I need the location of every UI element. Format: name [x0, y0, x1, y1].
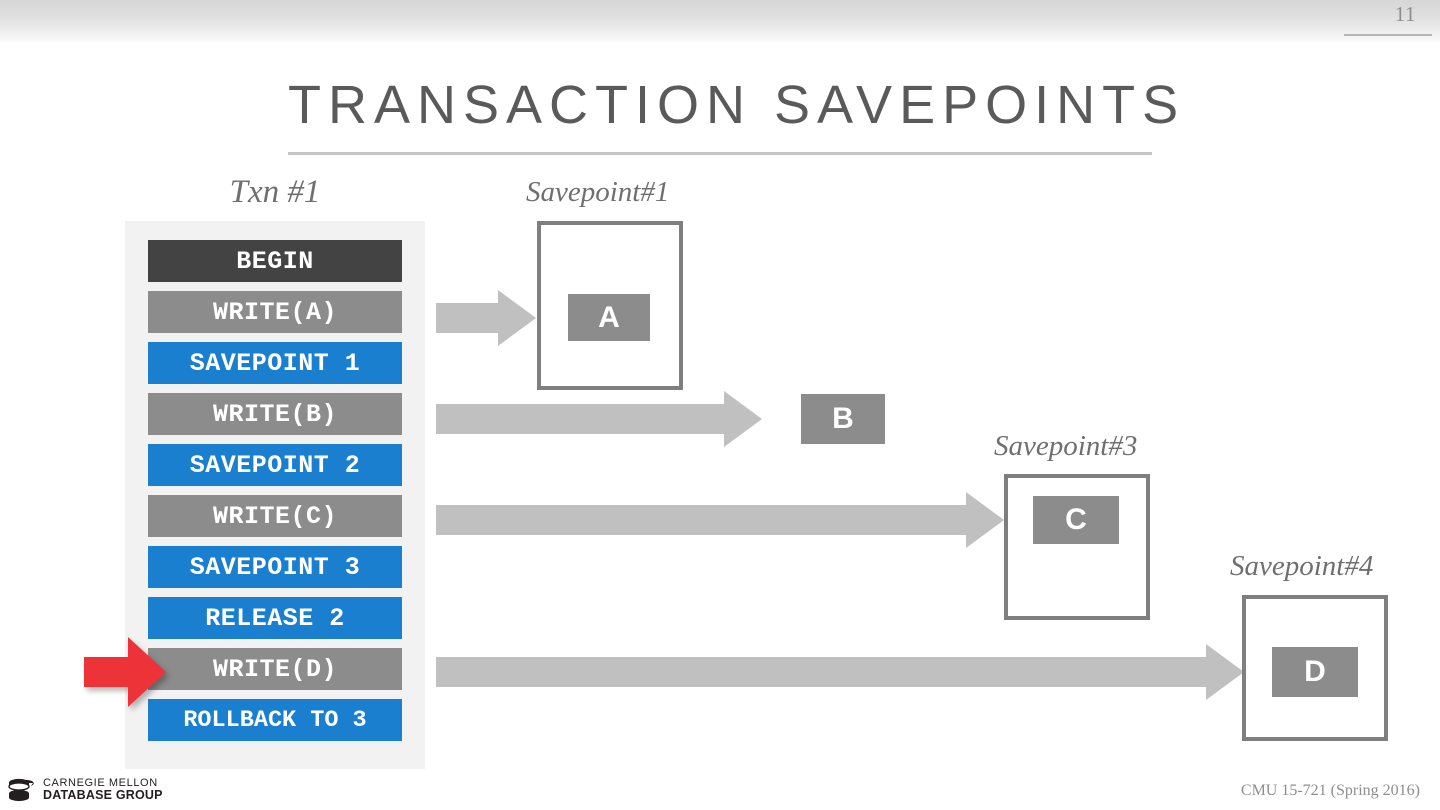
- data-block-c: C: [1033, 496, 1119, 544]
- operation-label: SAVEPOINT 3: [189, 552, 361, 582]
- operation-label: RELEASE 2: [205, 603, 345, 633]
- page-number: 11: [1394, 2, 1416, 26]
- database-cylinder-icon: [8, 778, 34, 802]
- operation-label: WRITE(A): [212, 297, 338, 327]
- cmu-database-group-logo: CARNEGIE MELLON DATABASE GROUP: [8, 778, 163, 802]
- operation-label: SAVEPOINT 2: [189, 450, 361, 480]
- operation-row: WRITE(A): [148, 291, 402, 333]
- operation-row: SAVEPOINT 2: [148, 444, 402, 486]
- data-block-a: A: [568, 294, 650, 341]
- data-block-b: B: [801, 394, 885, 444]
- operation-label: ROLLBACK TO 3: [183, 706, 367, 734]
- operation-row: WRITE(B): [148, 393, 402, 435]
- operation-row: ROLLBACK TO 3: [148, 699, 402, 741]
- transaction-operation-list: BEGIN WRITE(A) SAVEPOINT 1 WRITE(B) SAVEPOIN…: [148, 240, 402, 750]
- operation-label: BEGIN: [236, 246, 314, 276]
- operation-label: WRITE(B): [212, 399, 338, 429]
- savepoint-label-1: Savepoint#1: [526, 176, 670, 208]
- flow-arrow-c: [436, 492, 1004, 548]
- logo-line-1: CARNEGIE MELLON: [43, 777, 158, 790]
- operation-label: WRITE(D): [212, 654, 338, 684]
- operation-row: BEGIN: [148, 240, 402, 282]
- operation-row: RELEASE 2: [148, 597, 402, 639]
- operation-row: WRITE(C): [148, 495, 402, 537]
- header-band: [0, 0, 1440, 42]
- operation-label: WRITE(C): [212, 501, 338, 531]
- operation-row: SAVEPOINT 3: [148, 546, 402, 588]
- flow-arrow-a: [436, 290, 536, 346]
- operation-row: WRITE(D): [148, 648, 402, 690]
- savepoint-label-4: Savepoint#4: [1230, 550, 1374, 582]
- page-number-rule: [1344, 34, 1432, 36]
- current-step-pointer-icon: [84, 637, 166, 707]
- logo-line-2: DATABASE GROUP: [43, 788, 163, 803]
- data-block-d: D: [1272, 647, 1358, 697]
- operation-label: SAVEPOINT 1: [189, 348, 361, 378]
- operation-row: SAVEPOINT 1: [148, 342, 402, 384]
- flow-arrow-d: [436, 644, 1244, 700]
- flow-arrow-b: [436, 391, 762, 447]
- page-title: TRANSACTION SAVEPOINTS: [288, 75, 1186, 135]
- course-footer: CMU 15-721 (Spring 2016): [1240, 782, 1420, 799]
- savepoint-label-3: Savepoint#3: [994, 430, 1138, 462]
- txn-label: Txn #1: [229, 174, 321, 210]
- title-underline: [288, 152, 1152, 155]
